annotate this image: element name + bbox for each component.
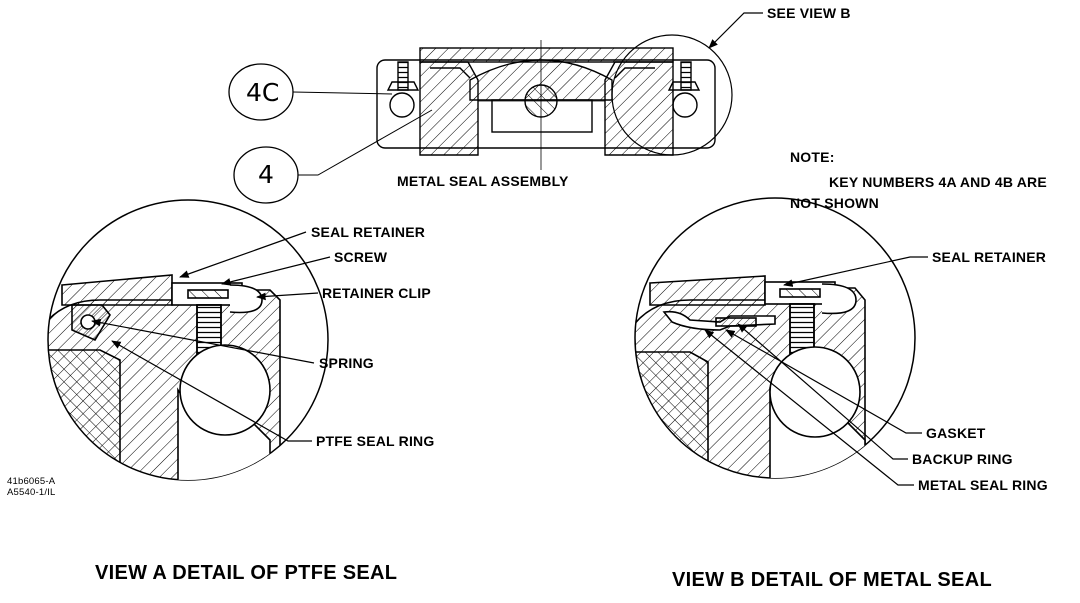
view-a-label-ptfe-seal-ring: PTFE SEAL RING bbox=[316, 433, 435, 449]
view-a-section bbox=[48, 274, 281, 480]
assembly-title: METAL SEAL ASSEMBLY bbox=[397, 173, 569, 189]
view-b-label-gasket: GASKET bbox=[926, 425, 986, 441]
view-b-section bbox=[635, 275, 866, 478]
view-a-caption: VIEW A DETAIL OF PTFE SEAL bbox=[95, 562, 398, 584]
view-a-label-seal-retainer: SEAL RETAINER bbox=[311, 224, 426, 240]
view-b-label-metal-seal-ring: METAL SEAL RING bbox=[918, 477, 1048, 493]
view-b-caption: VIEW B DETAIL OF METAL SEAL bbox=[672, 569, 992, 591]
note-line-1: KEY NUMBERS 4A AND 4B ARE bbox=[829, 174, 1047, 190]
view-b-label-backup-ring: BACKUP RING bbox=[912, 451, 1013, 467]
key-callout-4 bbox=[233, 109, 433, 204]
view-b-circle bbox=[611, 34, 733, 156]
key-callout-4c bbox=[228, 63, 393, 121]
view-a-leaders bbox=[91, 231, 331, 442]
view-a-label-spring: SPRING bbox=[319, 355, 374, 371]
view-b-label-seal-retainer: SEAL RETAINER bbox=[932, 249, 1047, 265]
view-b-leaders bbox=[704, 256, 928, 486]
drawing-id-line-2: A5540-1/IL bbox=[7, 487, 56, 498]
note-heading: NOTE: bbox=[790, 149, 835, 165]
see-view-b-label: SEE VIEW B bbox=[767, 5, 851, 21]
view-a-label-retainer-clip: RETAINER CLIP bbox=[322, 285, 431, 301]
view-a-label-screw: SCREW bbox=[334, 249, 388, 265]
metal-seal-assembly-drawing bbox=[376, 47, 716, 156]
key-number-4c: 4C bbox=[246, 78, 280, 107]
see-view-b-leader bbox=[708, 12, 763, 49]
note-line-2: NOT SHOWN bbox=[790, 195, 879, 211]
drawing-id-line-1: 41b6065-A bbox=[7, 476, 56, 487]
key-number-4: 4 bbox=[258, 160, 274, 189]
